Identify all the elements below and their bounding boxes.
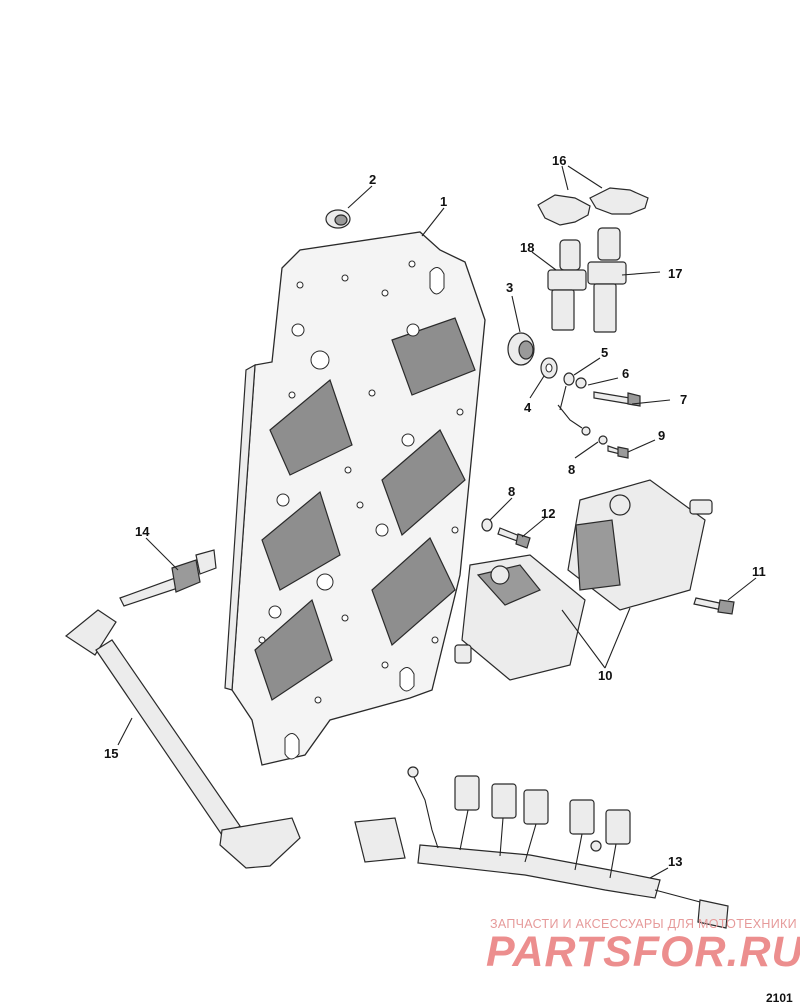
leader-lines [117,165,757,879]
bolt-12 [497,527,531,549]
washer-8 [481,518,493,532]
callout-12: 12 [541,506,555,521]
spark-plug-wire [64,609,301,869]
callout-8-lower: 8 [568,462,575,477]
watermark-subtitle: ЗАПЧАСТИ И АКСЕССУАРЫ ДЛЯ МОТОТЕХНИКИ [490,917,797,931]
callout-2: 2 [369,172,376,187]
sensor-left [547,239,587,331]
callout-16: 16 [552,153,566,168]
washer [540,357,558,379]
callout-17: 17 [668,266,682,281]
callout-4: 4 [524,400,532,415]
plug-cap [507,332,535,366]
callout-1: 1 [440,194,447,209]
retaining-clips [537,187,649,226]
ignition-coil-rear [567,479,713,611]
sensor-right [587,227,627,333]
callout-18: 18 [520,240,534,255]
callout-7: 7 [680,392,687,407]
bolt-11 [693,597,735,615]
plate-holes [258,260,464,704]
plate-window [254,317,476,701]
figure-number: 2101 [766,991,793,1005]
watermark: ЗАПЧАСТИ И АКСЕССУАРЫ ДЛЯ МОТОТЕХНИКИ PA… [486,917,800,976]
ground-terminal [557,372,608,445]
callout-11: 11 [752,564,766,579]
wire-harness [354,766,729,929]
watermark-brand: PARTSFOR.RU [486,928,800,976]
callout-10: 10 [598,668,612,683]
grommet [325,209,351,229]
small-bolt [607,445,629,459]
callout-labels: 1 2 3 4 5 6 7 8 9 8 12 10 11 13 14 15 16… [104,153,766,869]
bolt [593,391,641,407]
callout-8-upper: 8 [508,484,515,499]
callout-15: 15 [104,746,118,761]
callout-5: 5 [601,345,608,360]
ignition-coil-front [454,554,586,681]
callout-3: 3 [506,280,513,295]
callout-6: 6 [622,366,629,381]
spark-plug [119,549,217,607]
callout-14: 14 [135,524,150,539]
callout-9: 9 [658,428,665,443]
callout-13: 13 [668,854,682,869]
mounting-plate [224,231,486,766]
